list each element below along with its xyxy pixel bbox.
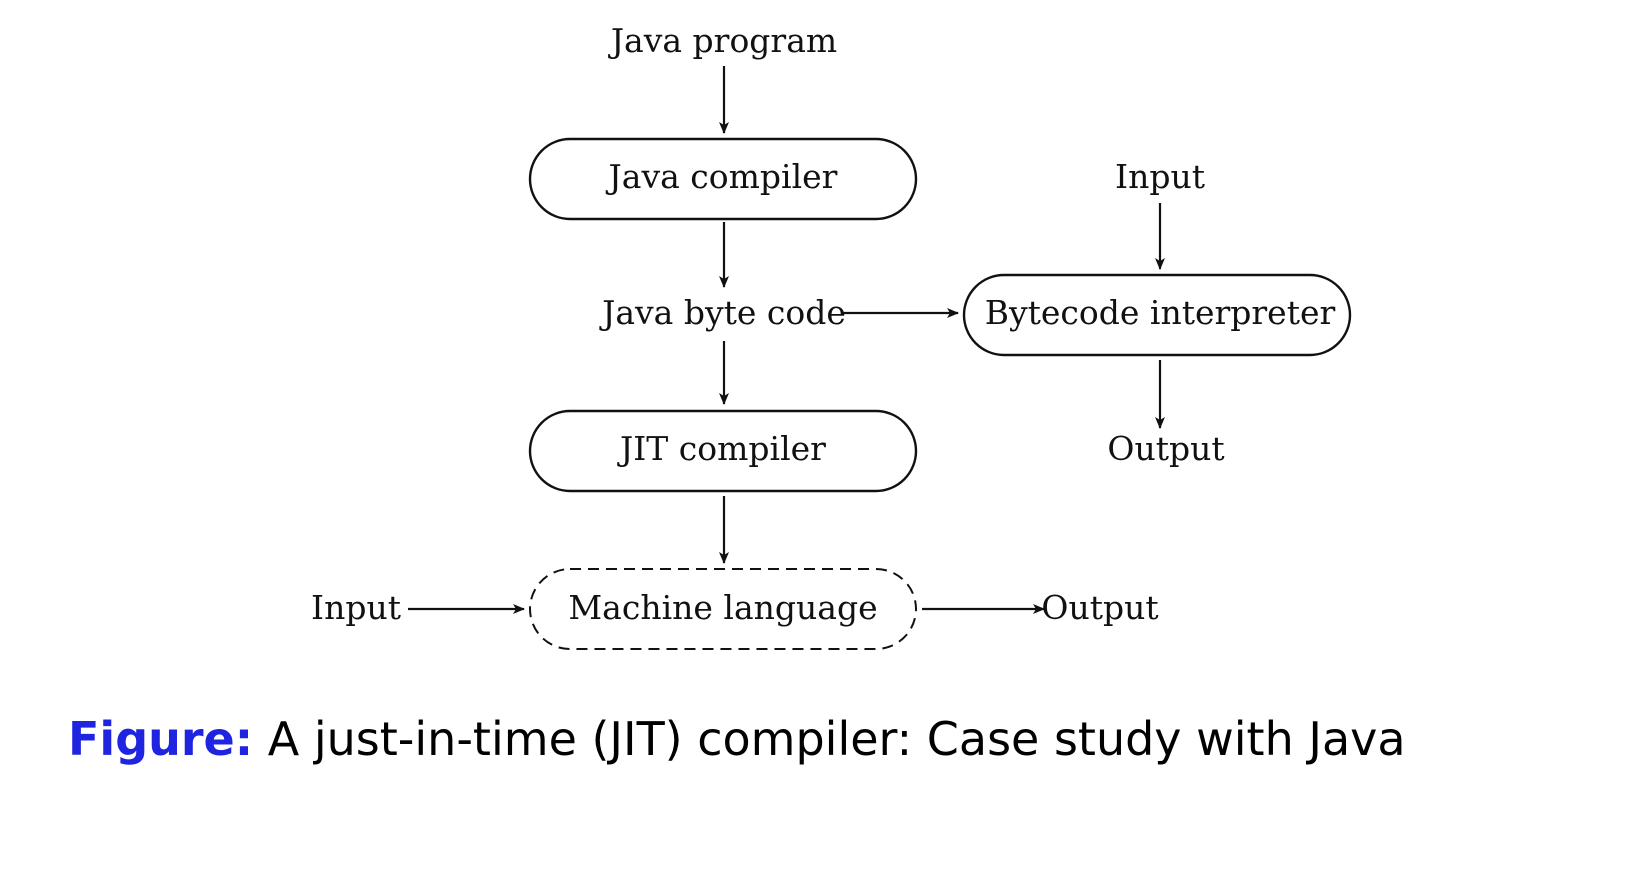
- java-program-label: Java program: [608, 21, 837, 60]
- interpreter-input-label: Input: [1115, 157, 1205, 196]
- figure-caption-label: Figure:: [68, 712, 254, 766]
- java-compiler-label: Java compiler: [606, 157, 838, 196]
- machine-output-label: Output: [1041, 588, 1158, 627]
- figure-caption: Figure: A just-in-time (JIT) compiler: C…: [68, 712, 1406, 766]
- java-byte-code-label: Java byte code: [599, 293, 846, 332]
- machine-language-label: Machine language: [568, 588, 877, 627]
- figure-caption-text: A just-in-time (JIT) compiler: Case stud…: [253, 712, 1406, 766]
- interpreter-output-label: Output: [1107, 429, 1224, 468]
- bytecode-interpreter-box: [962, 273, 1352, 357]
- machine-input-label: Input: [311, 588, 401, 627]
- jit-compiler-box: [528, 409, 918, 493]
- jit-compiler-label: JIT compiler: [617, 429, 826, 468]
- machine-language-box: [529, 568, 917, 650]
- bytecode-interpreter-label: Bytecode interpreter: [985, 293, 1336, 332]
- java-compiler-box: [528, 137, 918, 221]
